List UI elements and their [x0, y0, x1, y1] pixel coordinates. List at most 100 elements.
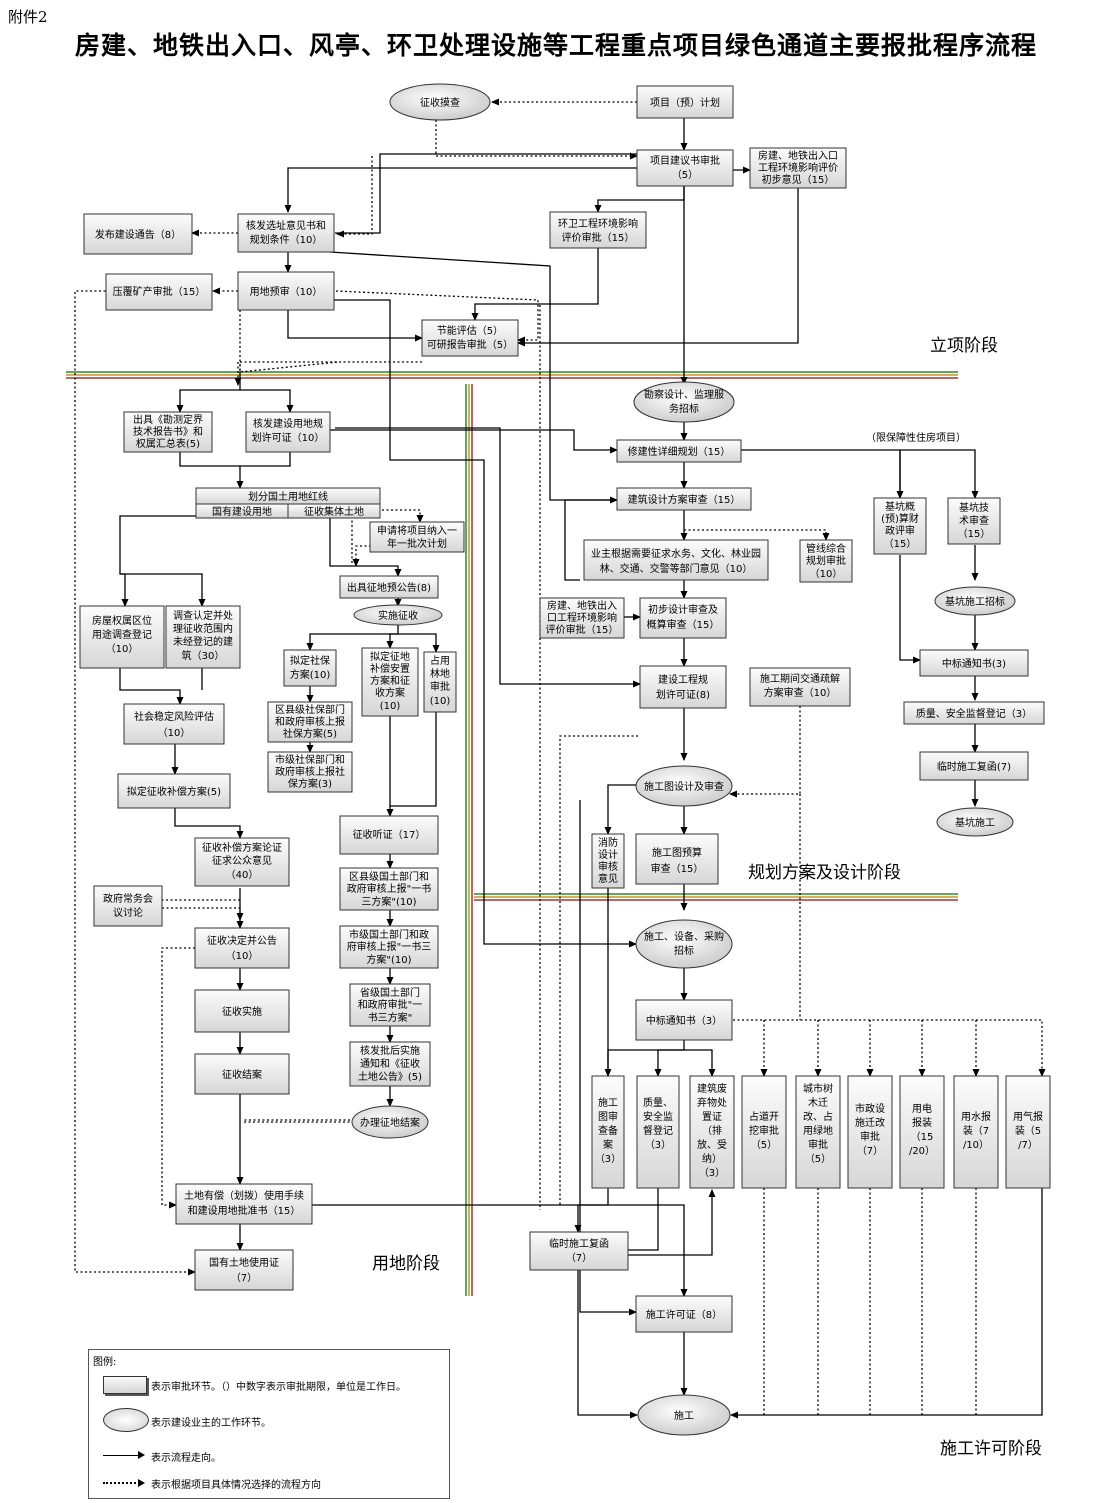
- legend-arrow-swatch: [103, 1451, 145, 1459]
- node-zljd-line2: 安全监: [643, 1110, 673, 1123]
- node-jianshe-gcgh-line2: 划许可证(8): [656, 688, 710, 701]
- node-tudi-line2: 和建设用地批准书（15）: [188, 1204, 301, 1217]
- node-zhongbiao-main-text: 中标通知书（3）: [646, 1014, 722, 1027]
- node-zhandao-line3: （5）: [751, 1139, 777, 1151]
- legend-title: 图例:: [93, 1357, 117, 1368]
- node-huanwei-line2: 评价审批（15）: [562, 231, 635, 244]
- node-yafu-text: 压覆矿产审批（15）: [113, 285, 206, 298]
- node-zhandao-line2: 挖审批: [749, 1124, 779, 1137]
- node-shehui-line2: （10）: [158, 727, 191, 739]
- node-shiji-line2: 府审核上报"一书三: [347, 940, 432, 953]
- node-linzhan-line4: (10): [430, 696, 451, 707]
- legend-dotted-arrow-swatch: [103, 1479, 145, 1487]
- node-linshi-main-line1: 临时施工复函: [549, 1237, 609, 1250]
- ellipse-jikeng-sg-text: 基坑施工: [955, 816, 995, 829]
- legend-ellipse-text: 表示建设业主的工作环节。: [151, 1418, 271, 1429]
- node-yusuan-line2: 审查（15）: [651, 862, 704, 875]
- ellipse-jikeng-zb-text: 基坑施工招标: [945, 595, 1005, 608]
- node-diaocha-line4: 筑（30）: [182, 649, 225, 662]
- ellipse-shigongtu: 施工图设计及审查: [635, 765, 733, 807]
- node-chuju-line3: 权属汇总表(5): [136, 437, 200, 450]
- node-hefa-xk-line1: 核发建设用地规: [253, 417, 323, 430]
- node-yongshui-line3: /10）: [963, 1139, 989, 1151]
- ellipse-shigong: 施工: [637, 1394, 731, 1436]
- ellipse-shishi-zs-text: 实施征收: [378, 609, 418, 622]
- node-changwu-line2: 议讨论: [113, 906, 143, 919]
- node-chuju-line1: 出具《勘测定界: [133, 413, 203, 426]
- node-hefa-pz-line3: 土地公告》(5): [358, 1070, 422, 1083]
- node-yongdian-line4: /20）: [909, 1145, 935, 1157]
- node-xukezheng-text: 施工许可证（8）: [646, 1308, 722, 1321]
- note-affordable-housing: （限保障性住房项目）: [866, 431, 966, 444]
- ellipse-kancha-line1: 勘察设计、监理服: [644, 388, 724, 401]
- node-huanping-init-line3: 初步意见（15）: [762, 173, 835, 186]
- attachment-label: 附件2: [8, 8, 48, 26]
- node-zhongbiao-main: 中标通知书（3）: [635, 999, 733, 1041]
- node-shehui: 社会稳定风险评估 （10）: [123, 703, 225, 745]
- node-jieneng: 节能评估（5）可研报告审批（5）: [421, 319, 519, 357]
- node-jianyishu-line1: 项目建议书审批: [650, 154, 720, 167]
- node-jiean-text: 征收结案: [222, 1068, 262, 1081]
- node-shiji-line1: 市级国土部门和政: [349, 928, 429, 941]
- node-shizheng-line2: 施迁改: [855, 1116, 885, 1129]
- node-shehui-line1: 社会稳定风险评估: [134, 710, 214, 723]
- node-jianshe-gcgh-line1: 建设工程规: [658, 673, 708, 686]
- node-yongdian-line1: 用电: [912, 1102, 932, 1115]
- node-feiqi-line5: 放、受: [697, 1138, 727, 1151]
- approval-boxes: 项目（预）计划 项目建议书审批（5） 房建、地铁出入口工程环境影响评价初步意见（…: [79, 85, 1051, 1333]
- ellipse-shigongtu-text: 施工图设计及审查: [644, 780, 724, 793]
- node-shizheng-line3: 审批: [860, 1130, 880, 1143]
- node-guoyou-text: 国有建设用地: [212, 505, 272, 518]
- node-xiaofang-line1: 消防: [598, 836, 618, 849]
- node-xukezheng: 施工许可证（8）: [635, 1295, 733, 1333]
- node-beian-line5: （3）: [595, 1153, 621, 1165]
- ellipse-jikeng-zb: 基坑施工招标: [934, 586, 1016, 616]
- node-qushebao-line3: 社保方案(5): [283, 727, 337, 740]
- node-zhandao-line1: 占道开: [749, 1110, 779, 1123]
- node-shumu-line4: 用绿地: [803, 1124, 833, 1137]
- node-shengji-line3: 书三方案": [368, 1011, 413, 1024]
- node-yugao: 出具征地预公告(8): [339, 575, 439, 599]
- node-qushebao-line2: 和政府审核上报: [275, 715, 345, 728]
- node-nibuchang-line1: 拟定征地: [370, 650, 410, 663]
- phase-label-construction: 施工许可阶段: [940, 1439, 1042, 1459]
- node-jikeng-js-line2: 术审查: [959, 514, 989, 527]
- node-shumu-line1: 城市树: [803, 1082, 833, 1095]
- node-shiyongzheng-line2: （7）: [231, 1272, 257, 1284]
- node-hefa-pz-line1: 核发批后实施: [360, 1044, 420, 1057]
- node-fangwu-line3: （10）: [106, 643, 139, 655]
- node-yongdian-line3: （15: [911, 1131, 934, 1143]
- node-guanxian-line1: 管线综合: [806, 542, 846, 555]
- node-beian-line4: 案: [603, 1138, 613, 1151]
- page-title: 房建、地铁出入口、风亭、环卫处理设施等工程重点项目绿色通道主要报批程序流程: [74, 31, 1037, 60]
- node-zhiliang-jk-text: 质量、安全监督登记（3）: [916, 707, 1032, 720]
- ellipse-zhengshou-mocha: 征收摸查: [389, 83, 491, 121]
- node-zljd: 质量、安全监督登记（3）: [636, 1075, 680, 1189]
- node-zhongbiao-jk-text: 中标通知书(3): [942, 657, 1006, 670]
- node-beian-line3: 查备: [598, 1124, 618, 1137]
- ellipse-banli-jiean: 办理征地结案: [351, 1105, 429, 1139]
- node-xiaofang-line4: 意见: [598, 872, 618, 885]
- legend: 图例: 表示审批环节。（）中数字表示审批期限，单位是工作日。 表示建设业主的工作…: [88, 1349, 450, 1499]
- node-yugao-text: 出具征地预公告(8): [347, 581, 431, 594]
- node-linzhan-line2: 林地: [430, 667, 450, 680]
- node-diaocha-line2: 理征收范围内: [173, 622, 233, 635]
- node-nibuchang-fa: 拟定征收补偿方案(5): [117, 773, 231, 809]
- legend-rect-text: 表示审批环节。（）中数字表示审批期限，单位是工作日。: [151, 1382, 406, 1393]
- node-tingzheng-text: 征收听证（17）: [353, 828, 426, 841]
